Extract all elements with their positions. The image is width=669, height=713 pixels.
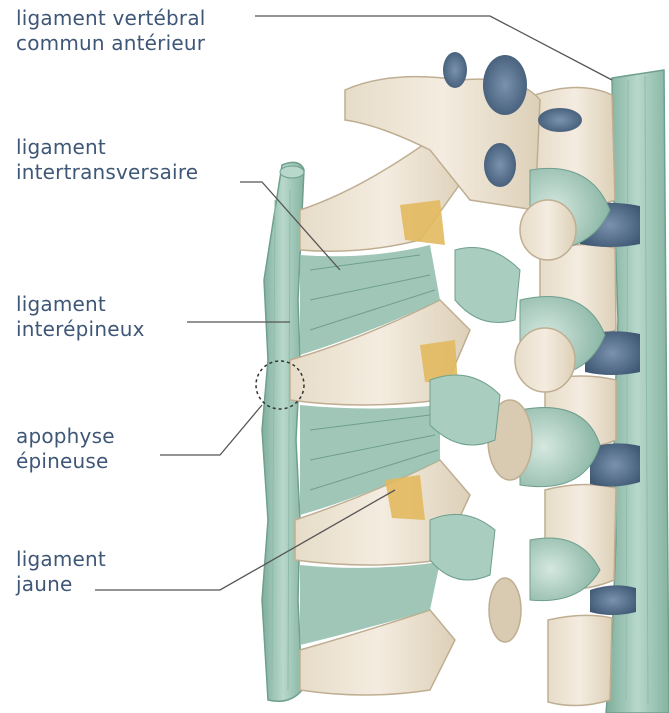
label-line: interépineux [16,317,145,342]
label-line: ligament [16,292,145,317]
label-line: commun antérieur [16,31,206,56]
label-anterior-longitudinal-ligament: ligament vertébral commun antérieur [16,6,206,56]
supraspinous-ligament [262,162,304,701]
label-line: intertransversaire [16,160,198,185]
interspinous-ligament-bands [300,245,440,645]
label-spinous-process: apophyse épineuse [16,424,115,474]
label-line: ligament vertébral [16,6,206,31]
label-ligamentum-flavum: ligament jaune [16,547,106,597]
label-intertransverse-ligament: ligament intertransversaire [16,135,198,185]
label-line: apophyse [16,424,115,449]
label-interspinous-ligament: ligament interépineux [16,292,145,342]
label-line: ligament [16,135,198,160]
label-line: épineuse [16,449,115,474]
label-line: jaune [16,572,106,597]
label-line: ligament [16,547,106,572]
